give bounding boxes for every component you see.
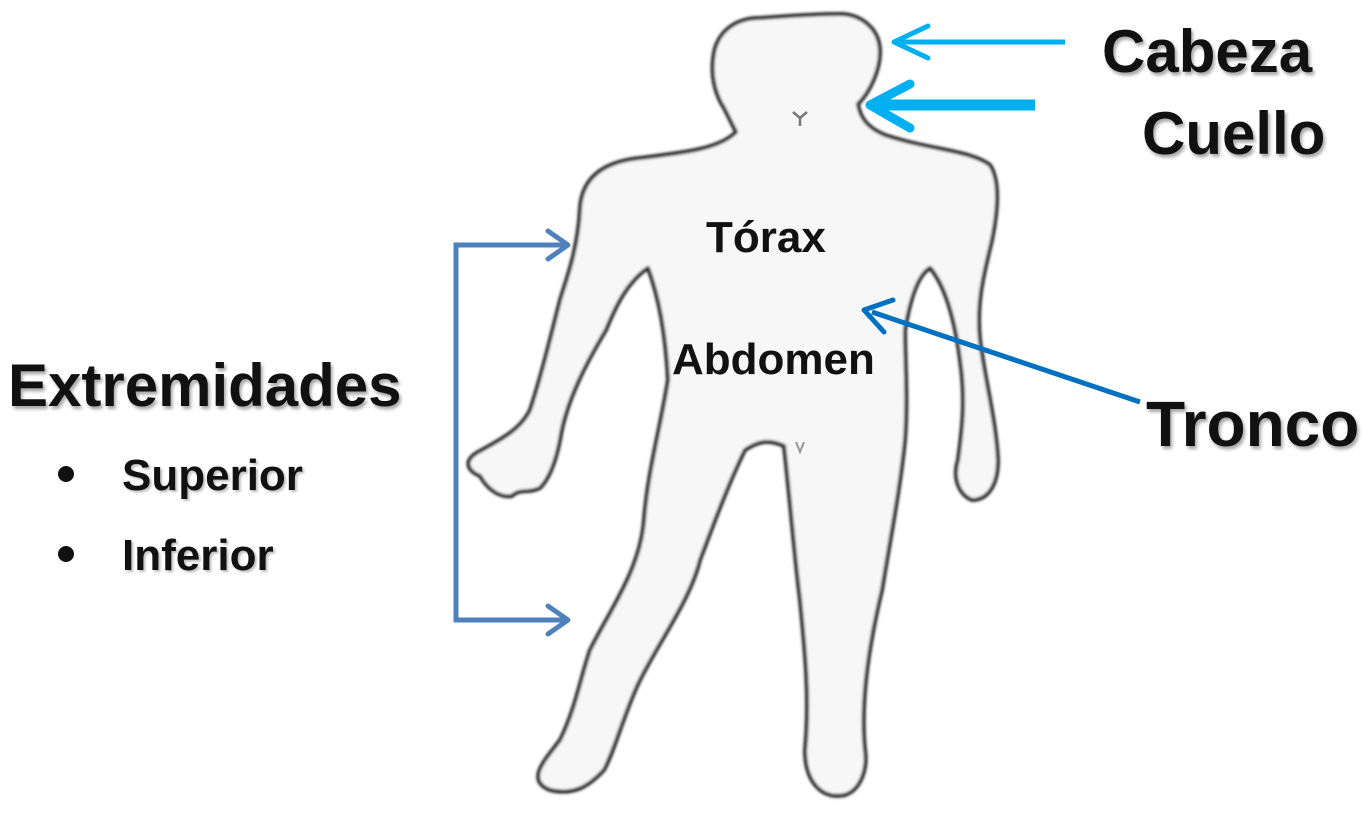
bullet-icon [58,546,74,562]
label-extremidades: Extremidades [8,356,402,416]
list-item-superior: Superior [58,454,303,534]
label-tronco: Tronco [1146,392,1359,456]
item-superior-text: Superior [122,451,303,500]
cabeza-arrow [894,26,1065,58]
item-inferior-text: Inferior [122,531,274,580]
cuello-arrow [870,84,1035,128]
label-cuello: Cuello [1142,104,1325,164]
human-body-silhouette [468,14,998,796]
label-torax: Tórax [706,216,826,260]
extremidades-list: Superior Inferior [58,454,303,614]
bullet-icon [58,466,74,482]
label-cabeza: Cabeza [1102,22,1312,82]
list-item-inferior: Inferior [58,534,303,614]
label-abdomen: Abdomen [672,338,875,382]
